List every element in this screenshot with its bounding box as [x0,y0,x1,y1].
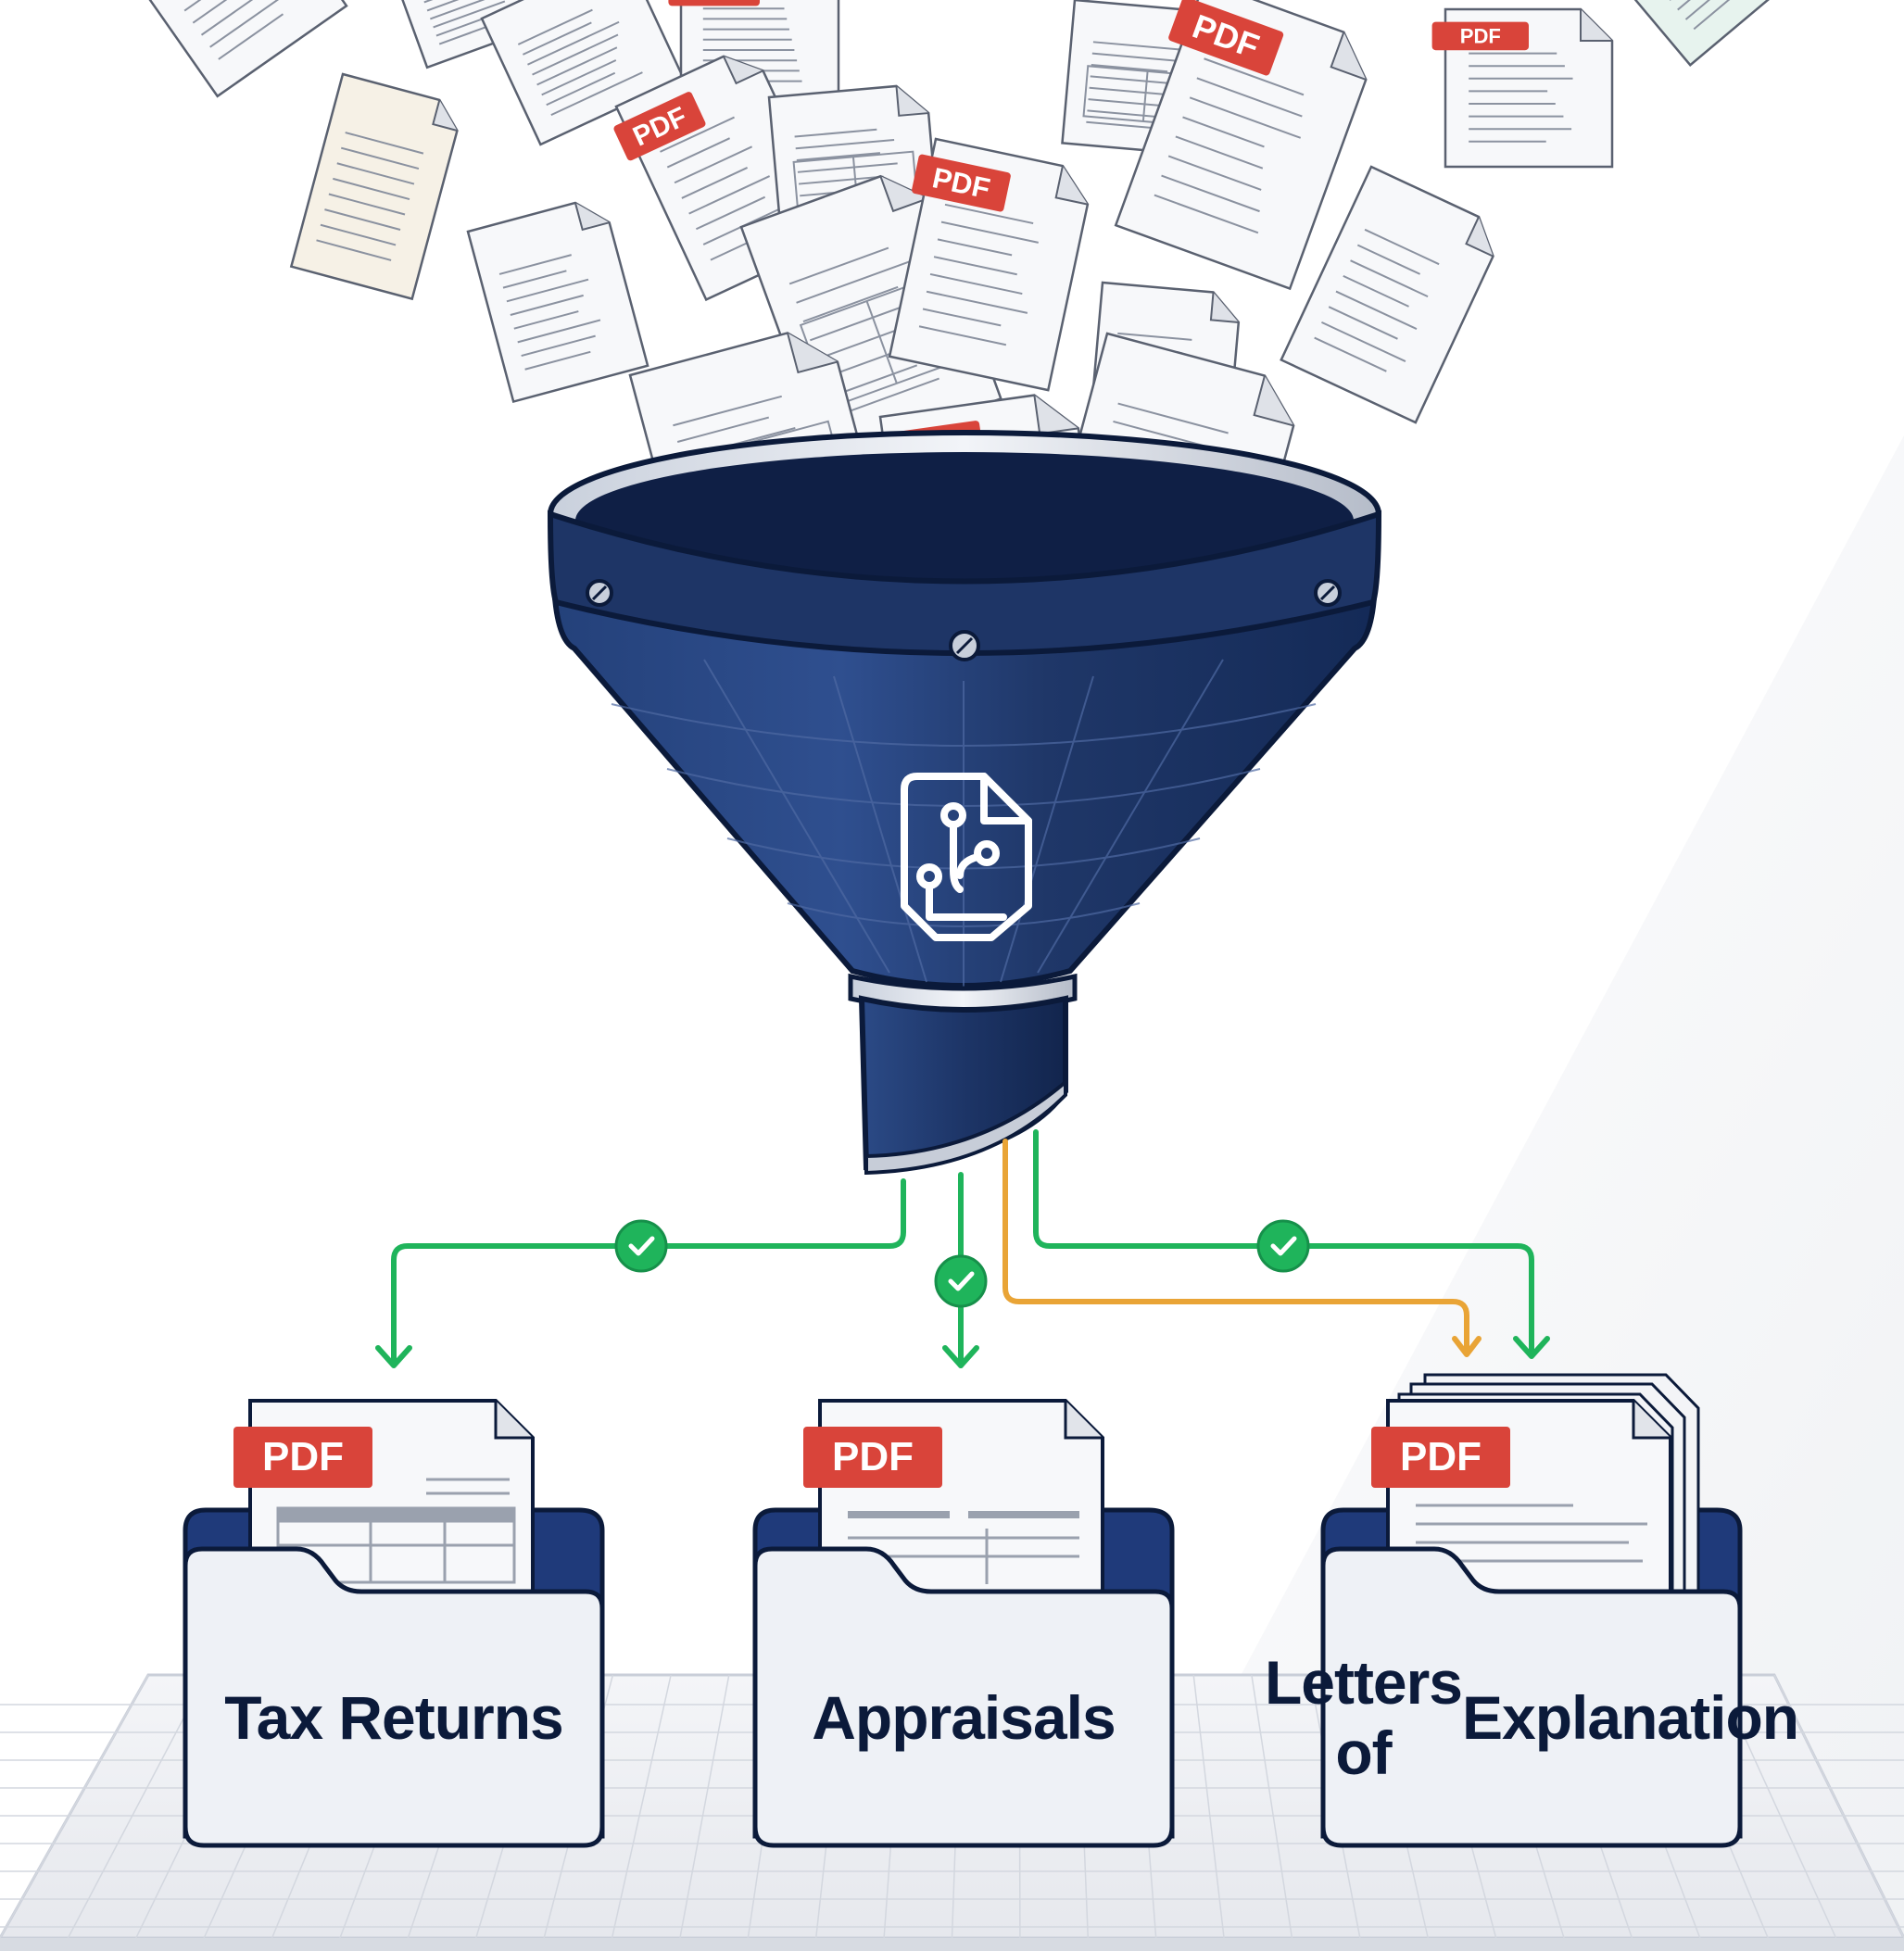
pdf-badge-label: PDF [262,1434,344,1479]
check-icon [614,1219,668,1273]
document-icon: PDF [109,0,348,98]
pdf-badge: PDF [912,154,1011,212]
document-icon: PDF [1114,0,1368,291]
document-icon [289,72,459,301]
document-icon [466,201,649,404]
folder-icon: PDF [183,1399,605,1848]
document-circuit-icon [901,773,1032,941]
check-icons [614,1219,1310,1308]
pdf-badge-label: PDF [832,1434,914,1479]
folder-title-letters-of-explanation: Letters of Explanation [1264,1648,1799,1787]
pdf-badge: PDF [668,0,760,6]
funnel-icon [547,430,1382,1176]
route-amber [1002,1139,1469,1355]
pdf-badge-label: PDF [698,0,731,4]
folder-icon: PDF [1320,1373,1743,1848]
pdf-badge: PDF [1371,1427,1510,1488]
pdf-badge-label: PDF [1400,1434,1482,1479]
document-icon: PDF [1431,7,1614,169]
destination-folders: PDF PDF PDF [183,1373,1743,1848]
pdf-badge: PDF [803,1427,942,1488]
document-icon [1280,165,1494,424]
document-icon [1587,0,1835,67]
route-tax-returns [391,1178,906,1366]
folder-icon: PDF [752,1399,1175,1848]
pdf-badge-label: PDF [1460,25,1501,48]
routing-paths [375,1129,1550,1368]
document-icon: PDF [888,137,1090,392]
folder-title-appraisals: Appraisals [812,1683,1116,1753]
pdf-badge: PDF [233,1427,372,1488]
check-icon [934,1254,988,1308]
check-icon [1256,1219,1310,1273]
folder-title-tax-returns: Tax Returns [224,1683,564,1753]
pdf-badge: PDF [1431,21,1529,51]
